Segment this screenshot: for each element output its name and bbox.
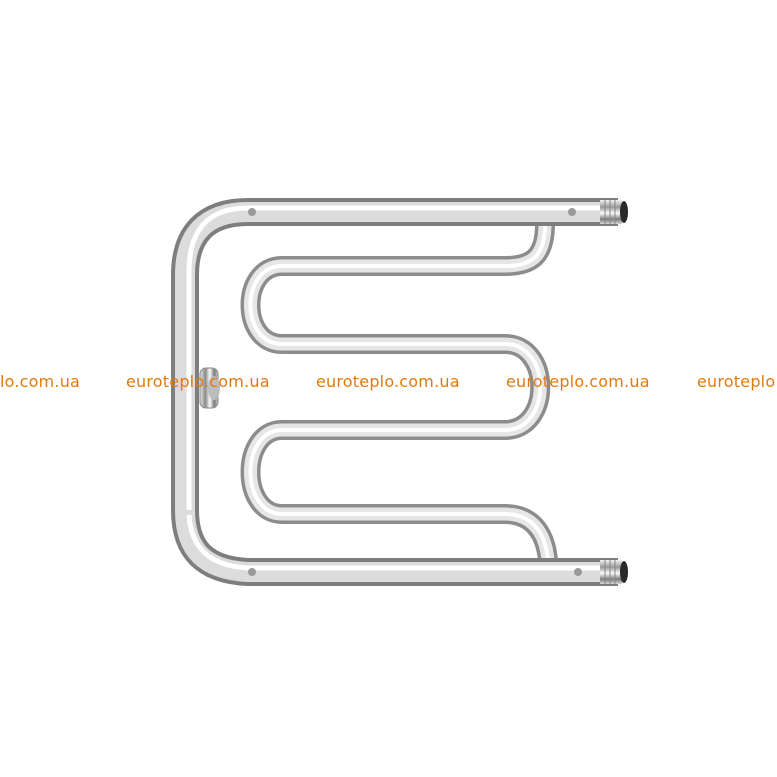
threaded-connector-top xyxy=(600,200,628,224)
serpentine-coil xyxy=(240,214,558,570)
watermark-text: euroteplo xyxy=(697,372,776,391)
pipe-fittings xyxy=(248,208,582,576)
outer-frame xyxy=(171,198,618,586)
watermark-text: lo.com.ua xyxy=(0,372,81,391)
threaded-connector-bottom xyxy=(600,560,628,584)
watermark-text: euroteplo.com.ua xyxy=(126,372,270,391)
watermark-text: euroteplo.com.ua xyxy=(506,372,650,391)
wall-mount-bracket xyxy=(199,367,220,409)
watermark-text: euroteplo.com.ua xyxy=(316,372,460,391)
watermark-strip: lo.com.ua euroteplo.com.ua euroteplo.com… xyxy=(0,372,777,398)
